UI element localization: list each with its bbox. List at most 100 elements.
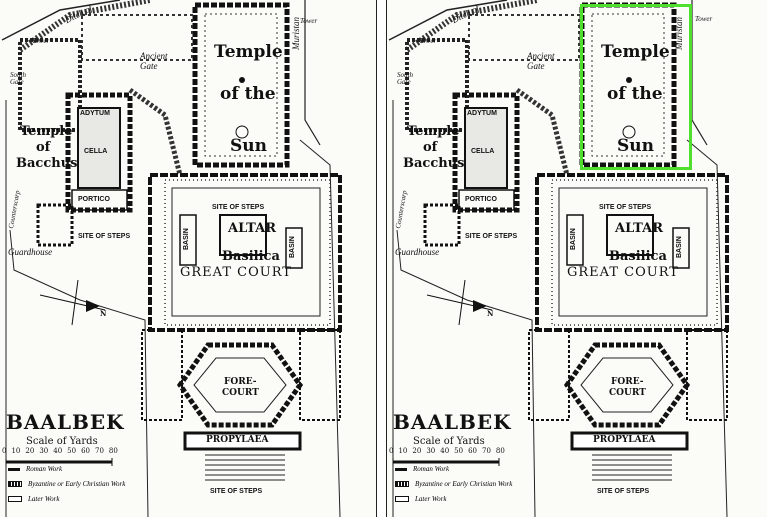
scale-tick: 60 — [468, 447, 477, 455]
label-basin-east: BASIN — [289, 236, 296, 258]
legend-roman: Roman Work — [8, 465, 62, 473]
map-title: BAALBEK — [6, 410, 125, 434]
legend-label: Later Work — [415, 495, 447, 503]
label-portico: PORTICO — [78, 196, 110, 203]
label-ancient-gate: Ancient Gate — [527, 51, 555, 71]
scale-tick: 30 — [39, 447, 49, 455]
map-title: BAALBEK — [393, 410, 512, 434]
legend-swatch-later — [8, 496, 22, 502]
label-fore-court-2: COURT — [222, 388, 259, 398]
label-temple-bacchus-2: of — [36, 140, 51, 155]
label-adytum: ADYTUM — [467, 110, 497, 117]
label-temple-sun-2: of the — [220, 84, 276, 104]
label-tower-west: Tower — [32, 37, 50, 45]
label-temple-bacchus-2: of — [423, 140, 438, 155]
legend-label: Roman Work — [26, 465, 63, 473]
scale-tick: 0 — [389, 447, 394, 455]
legend-later: Later Work — [395, 495, 446, 503]
label-ancient-gate: Ancient Gate — [140, 51, 168, 71]
label-propylaea: PROPYLAEA — [593, 435, 656, 445]
legend-swatch-roman — [395, 467, 407, 471]
legend-label: Roman Work — [413, 465, 450, 473]
label-basin-west: BASIN — [570, 228, 577, 250]
plan-drawing — [388, 0, 729, 517]
scale-tick: 20 — [412, 447, 422, 455]
label-site-of-steps-bottom: SITE OF STEPS — [210, 488, 263, 495]
legend-roman: Roman Work — [395, 465, 449, 473]
legend-byzantine: Byzantine or Early Christian Work — [395, 480, 512, 488]
map-panel-highlighted: Ditch of Tower Tower South Gate Ancient … — [386, 0, 767, 517]
scale-tick: 50 — [454, 447, 464, 455]
label-tower-east: Tower — [695, 15, 713, 23]
label-temple-sun-3: Sun — [617, 136, 654, 156]
scale-ticks: 0 10 20 30 40 50 60 70 80 — [2, 448, 118, 455]
label-cella: CELLA — [84, 148, 108, 155]
label-propylaea: PROPYLAEA — [206, 435, 269, 445]
label-site-of-steps-court: SITE OF STEPS — [212, 204, 265, 211]
scale-tick: 30 — [426, 447, 436, 455]
label-temple-bacchus-1: Temple — [20, 124, 73, 139]
scale-tick: 40 — [53, 447, 63, 455]
scale-tick: 60 — [81, 447, 90, 455]
label-guardhouse: Guardhouse — [395, 247, 440, 257]
label-great-court: GREAT COURT — [567, 265, 679, 280]
scale-tick: 80 — [495, 447, 505, 455]
legend-later: Later Work — [8, 495, 59, 503]
label-fore-court-2: COURT — [609, 388, 646, 398]
legend-label: Byzantine or Early Christian Work — [28, 480, 126, 488]
label-site-of-steps-bacchus: SITE OF STEPS — [465, 233, 518, 240]
scale-tick: 80 — [108, 447, 118, 455]
label-temple-sun-1: Temple — [214, 42, 283, 62]
label-muristan: Muristan — [291, 16, 301, 50]
legend-swatch-later — [395, 496, 409, 502]
legend-swatch-byzantine — [395, 481, 409, 487]
scale-tick: 20 — [25, 447, 35, 455]
label-basilica: Basilica — [222, 249, 280, 264]
label-altar: ALTAR — [228, 221, 277, 236]
label-temple-sun-1: Temple — [601, 42, 670, 62]
label-tower-west: Tower — [419, 37, 437, 45]
label-cella: CELLA — [471, 148, 495, 155]
scale-label: Scale of Yards — [26, 436, 98, 447]
highlight-box — [580, 4, 692, 170]
label-temple-sun-2: of the — [607, 84, 663, 104]
label-south-gate: South Gate — [397, 71, 413, 86]
scale-tick: 10 — [11, 447, 21, 455]
label-altar: ALTAR — [615, 221, 664, 236]
scale-tick: 70 — [95, 447, 104, 455]
label-basilica: Basilica — [609, 249, 667, 264]
label-portico: PORTICO — [465, 196, 497, 203]
label-temple-bacchus-1: Temple — [407, 124, 460, 139]
label-basin-west: BASIN — [183, 228, 190, 250]
north-arrow-label: N — [487, 309, 494, 318]
map-panel-original: Ditch of Tower Tower South Gate Ancient … — [0, 0, 377, 517]
label-fore-court-1: FORE- — [224, 377, 257, 387]
label-site-of-steps-bacchus: SITE OF STEPS — [78, 233, 131, 240]
label-great-court: GREAT COURT — [180, 265, 292, 280]
label-adytum: ADYTUM — [80, 110, 110, 117]
legend-swatch-byzantine — [8, 481, 22, 487]
label-south-gate: South Gate — [10, 71, 26, 86]
scale-tick: 70 — [482, 447, 491, 455]
legend-byzantine: Byzantine or Early Christian Work — [8, 480, 125, 488]
legend-swatch-roman — [8, 467, 20, 471]
scale-ticks: 0 10 20 30 40 50 60 70 80 — [389, 448, 505, 455]
legend-label: Later Work — [28, 495, 60, 503]
legend-label: Byzantine or Early Christian Work — [415, 480, 513, 488]
label-basin-east: BASIN — [676, 236, 683, 258]
label-site-of-steps-bottom: SITE OF STEPS — [597, 488, 650, 495]
label-temple-sun-3: Sun — [230, 136, 267, 156]
scale-label: Scale of Yards — [413, 436, 485, 447]
label-tower-east: Tower — [300, 17, 318, 25]
label-temple-bacchus-3: Bacchus — [16, 156, 78, 171]
scale-tick: 50 — [67, 447, 77, 455]
scale-tick: 40 — [440, 447, 450, 455]
north-arrow-label: N — [100, 309, 107, 318]
label-guardhouse: Guardhouse — [8, 247, 53, 257]
scale-tick: 10 — [398, 447, 408, 455]
plan-drawing — [1, 0, 342, 517]
label-fore-court-1: FORE- — [611, 377, 644, 387]
label-temple-bacchus-3: Bacchus — [403, 156, 465, 171]
scale-tick: 0 — [2, 447, 7, 455]
